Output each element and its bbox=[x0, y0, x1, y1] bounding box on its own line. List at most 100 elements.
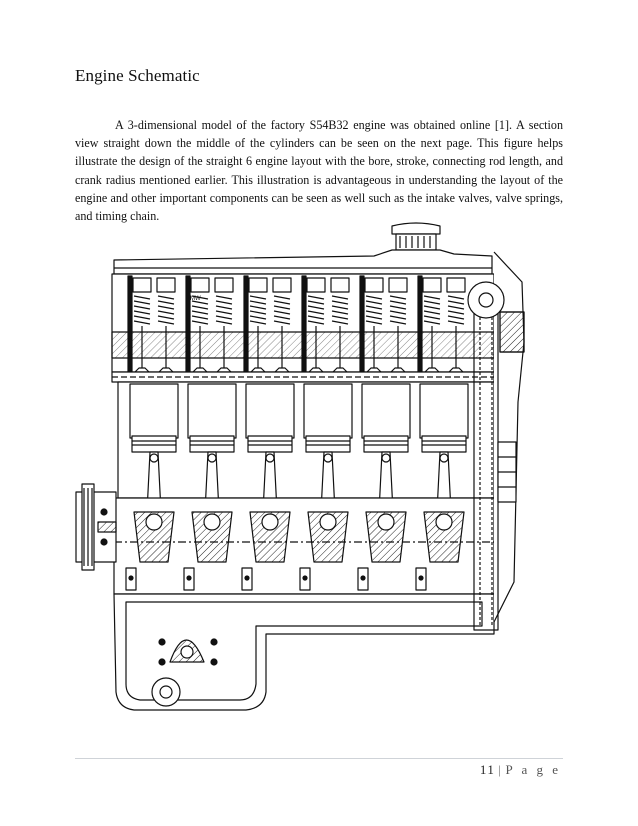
valve-spring-coil bbox=[273, 315, 291, 320]
valve-spring-coil bbox=[273, 320, 291, 325]
bearing-bolt bbox=[302, 575, 308, 581]
camshaft-lobe bbox=[330, 277, 350, 293]
cylinder-bore bbox=[303, 383, 353, 439]
wrist-pin bbox=[439, 453, 449, 463]
crank-pin bbox=[203, 513, 221, 531]
valve-spring-coil bbox=[447, 305, 465, 310]
head-divider bbox=[243, 275, 249, 373]
valve-spring-coil bbox=[133, 310, 151, 315]
valve-spring-coil bbox=[331, 320, 349, 325]
wrist-pin bbox=[381, 453, 391, 463]
engine-drawing: BMW bbox=[75, 222, 525, 711]
crank-pin bbox=[435, 513, 453, 531]
piston bbox=[305, 435, 351, 453]
piston bbox=[189, 435, 235, 453]
footer-rule bbox=[75, 758, 563, 759]
valve-spring-coil bbox=[423, 310, 441, 315]
crank-throw bbox=[249, 511, 291, 563]
valve-spring-coil bbox=[133, 300, 151, 305]
oil-pan bbox=[113, 593, 495, 711]
valve-spring-coil bbox=[249, 300, 267, 305]
valve-spring-coil bbox=[273, 310, 291, 315]
camshaft-lobe bbox=[214, 277, 234, 293]
camshaft-lobe bbox=[248, 277, 268, 293]
valve-cover bbox=[113, 249, 493, 275]
camshaft-lobe bbox=[190, 277, 210, 293]
oil-filler-cap bbox=[391, 222, 441, 251]
valve-spring-coil bbox=[133, 315, 151, 320]
cylinder-bore bbox=[187, 383, 237, 439]
valve-spring-coil bbox=[447, 320, 465, 325]
crank-pin bbox=[377, 513, 395, 531]
cylinder-bore bbox=[419, 383, 469, 439]
crankshaft bbox=[114, 511, 494, 591]
valve-spring-coil bbox=[215, 305, 233, 310]
timing-chain bbox=[467, 251, 525, 631]
harmonic-balancer bbox=[75, 483, 117, 571]
crank-throw bbox=[365, 511, 407, 563]
valve-spring-coil bbox=[191, 320, 209, 325]
valve-spring-coil bbox=[133, 320, 151, 325]
valvetrain bbox=[127, 275, 466, 373]
crank-pin bbox=[145, 513, 163, 531]
camshaft-lobe bbox=[132, 277, 152, 293]
valve-spring-coil bbox=[157, 300, 175, 305]
valve-spring-coil bbox=[215, 310, 233, 315]
valve-spring-coil bbox=[307, 320, 325, 325]
piston bbox=[247, 435, 293, 453]
valve-spring-coil bbox=[249, 315, 267, 320]
valve-spring-coil bbox=[331, 305, 349, 310]
valve-spring-coil bbox=[389, 315, 407, 320]
valve-spring-coil bbox=[365, 320, 383, 325]
valve-spring-coil bbox=[191, 300, 209, 305]
valve-spring-coil bbox=[215, 320, 233, 325]
valve-spring-coil bbox=[191, 305, 209, 310]
crank-throw bbox=[191, 511, 233, 563]
valve-spring-coil bbox=[307, 300, 325, 305]
wrist-pin bbox=[207, 453, 217, 463]
valve-spring-coil bbox=[447, 310, 465, 315]
valve-spring-coil bbox=[389, 295, 407, 300]
valve-spring-coil bbox=[133, 295, 151, 300]
head-divider bbox=[185, 275, 191, 373]
page-footer: 11|P a g e bbox=[480, 762, 561, 778]
wrist-pin bbox=[323, 453, 333, 463]
page-number: 11 bbox=[479, 762, 496, 777]
body-paragraph: A 3-dimensional model of the factory S54… bbox=[75, 118, 563, 224]
valve-spring-coil bbox=[273, 305, 291, 310]
valve-spring-coil bbox=[447, 295, 465, 300]
valve-spring-coil bbox=[133, 305, 151, 310]
valve-spring-coil bbox=[307, 305, 325, 310]
wrist-pin bbox=[149, 453, 159, 463]
footer-separator: | bbox=[498, 762, 503, 777]
valve-spring-coil bbox=[191, 310, 209, 315]
head-divider bbox=[359, 275, 365, 373]
valve-cover-logo: BMW bbox=[186, 296, 201, 302]
cylinders bbox=[129, 383, 469, 513]
bearing-bolt bbox=[128, 575, 134, 581]
valve-spring-coil bbox=[191, 315, 209, 320]
piston bbox=[131, 435, 177, 453]
valve-spring-coil bbox=[389, 310, 407, 315]
valve-spring-coil bbox=[157, 310, 175, 315]
camshaft-lobe bbox=[446, 277, 466, 293]
valve-spring-coil bbox=[249, 310, 267, 315]
valve-spring-coil bbox=[307, 315, 325, 320]
valve-spring-coil bbox=[331, 300, 349, 305]
section-heading: Engine Schematic bbox=[75, 66, 200, 85]
valve-spring-coil bbox=[157, 295, 175, 300]
valve-spring-coil bbox=[423, 320, 441, 325]
valve-spring-coil bbox=[447, 300, 465, 305]
bearing-bolt bbox=[360, 575, 366, 581]
valve-spring-coil bbox=[389, 320, 407, 325]
valve-spring-coil bbox=[249, 295, 267, 300]
valve-spring-coil bbox=[249, 320, 267, 325]
valve-spring-coil bbox=[249, 305, 267, 310]
bearing-bolt bbox=[186, 575, 192, 581]
crank-throw bbox=[423, 511, 465, 563]
head-divider bbox=[301, 275, 307, 373]
cylinder-bore bbox=[361, 383, 411, 439]
crank-pin bbox=[319, 513, 337, 531]
camshaft-lobe bbox=[272, 277, 292, 293]
